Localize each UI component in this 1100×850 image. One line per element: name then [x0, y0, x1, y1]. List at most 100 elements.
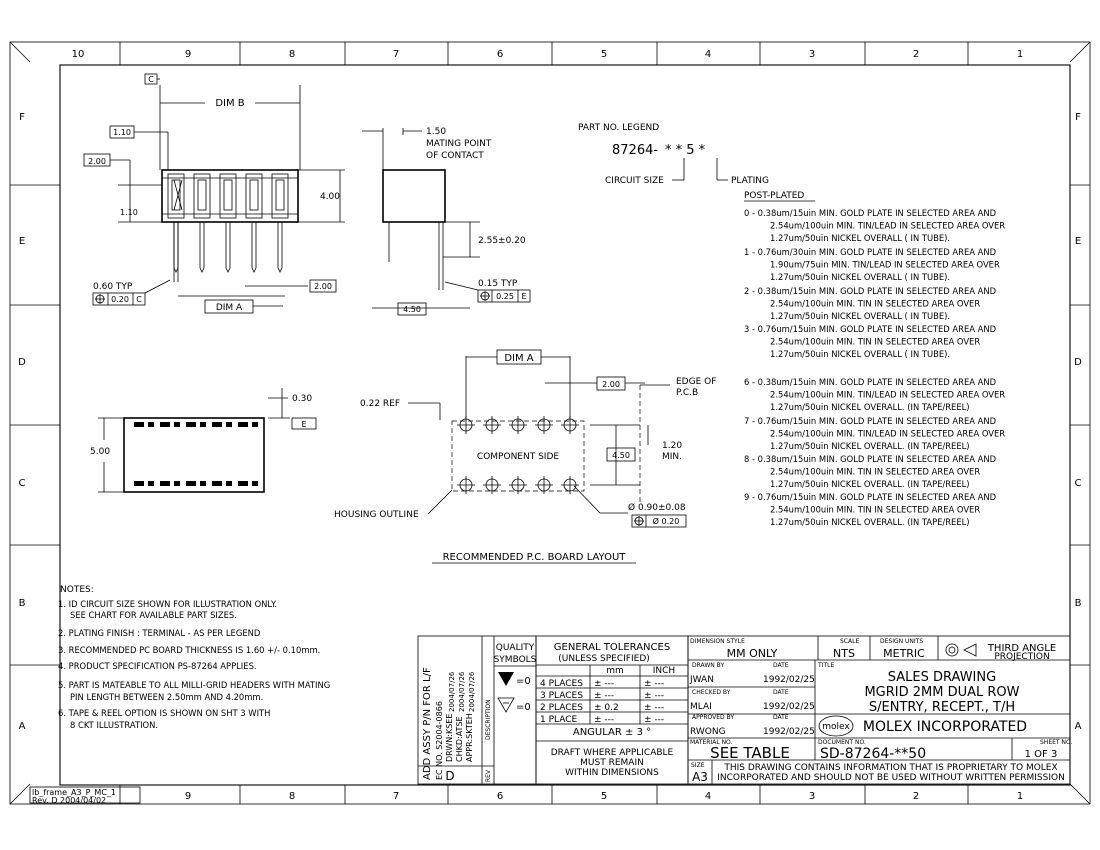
contact-bottom — [160, 481, 170, 486]
approved-date-label: DATE — [773, 714, 789, 721]
column-label-top: 5 — [601, 49, 607, 60]
dim-0-15-typ: 0.15 TYP — [478, 279, 518, 289]
dim-5-00: 5.00 — [90, 447, 110, 457]
approved-by: RWONG — [690, 727, 726, 737]
tol-inch-value: ± --- — [644, 715, 664, 725]
company-name: MOLEX INCORPORATED — [863, 719, 1027, 735]
drawing-border — [9, 41, 1091, 805]
row-label-left: A — [19, 721, 26, 732]
row-label-right: C — [1075, 478, 1082, 489]
row-label-right: D — [1074, 357, 1082, 368]
legend-item-line: 2 - 0.38um/15uin MIN. GOLD PLATE IN SELE… — [744, 286, 996, 296]
sheet-label: SHEET NO. — [1040, 739, 1072, 746]
note-line: PIN LENGTH BETWEEN 2.50mm AND 4.20mm. — [70, 692, 263, 702]
molex-logo-text: molex — [822, 722, 850, 732]
dim-1-10-top: 1.10 — [113, 128, 131, 137]
of-contact: OF CONTACT — [426, 151, 484, 161]
units-value: METRIC — [883, 647, 925, 660]
legend-item-line: 0 - 0.38um/15uin MIN. GOLD PLATE IN SELE… — [744, 208, 996, 218]
units-label: DESIGN UNITS — [880, 638, 923, 645]
projection-circle-outer — [945, 643, 959, 657]
checked-by: MLAI — [690, 702, 712, 712]
rev-chkd: CHKD:ATSE — [455, 716, 464, 762]
drawn-by-label: DRAWN BY — [692, 662, 724, 669]
title-label: TITLE — [817, 662, 834, 669]
row-label-right: F — [1075, 112, 1081, 123]
edge-of-label: EDGE OF — [676, 377, 716, 387]
row-label-left: D — [18, 357, 26, 368]
tolerance-block: GENERAL TOLERANCES (UNLESS SPECIFIED) mm… — [535, 635, 689, 785]
row-label-right: B — [1075, 598, 1082, 609]
title-block: DIMENSION STYLE MM ONLY SCALE NTS DESIGN… — [687, 635, 1072, 785]
legend-item-line: 2.54um/100uin MIN. TIN IN SELECTED AREA … — [770, 504, 980, 514]
column-label-bottom: 9 — [185, 791, 191, 802]
tol-mm-value: ± --- — [594, 691, 614, 701]
pcb-dim-4-50: 4.50 — [612, 451, 630, 460]
quality-triangle-open — [497, 697, 515, 713]
legend-item-line: 2.54um/100uin MIN. TIN/LEAD IN SELECTED … — [770, 428, 1005, 438]
approved-by-label: APPROVED BY — [692, 714, 734, 721]
rev-date1: 2004/07/26 — [448, 671, 456, 712]
draft-2: MUST REMAIN — [580, 758, 644, 768]
frame-label: lb_frame_A3_P_MC_1 — [32, 788, 116, 797]
tol-place: 2 PLACES — [540, 703, 583, 713]
column-label-bottom: 1 — [1017, 791, 1023, 802]
scale-value: NTS — [833, 647, 855, 660]
document-value: SD-87264-**50 — [820, 746, 926, 762]
drawn-by: JWAN — [689, 675, 714, 685]
projection-label: PROJECTION — [994, 652, 1049, 662]
legend-item-line: 1.27um/50uin NICKEL OVERALL ( IN TUBE). — [770, 233, 950, 243]
title-line-2: MGRID 2MM DUAL ROW — [864, 685, 1019, 700]
pcb-layout: DIM A 2.00 EDGE OF P.C.B 0.22 REF COMPON… — [334, 349, 716, 564]
dim-1-10-left: 1.10 — [120, 208, 138, 217]
tol-mm-value: ± 0.2 — [594, 703, 619, 713]
checked-by-label: CHECKED BY — [692, 689, 731, 696]
column-label-top: 7 — [393, 49, 399, 60]
part-legend: PART NO. LEGEND 87264- * * 5 * CIRCUIT S… — [578, 123, 1005, 527]
scale-label: SCALE — [840, 638, 859, 645]
tol-0-20: 0.20 — [111, 295, 129, 304]
column-label-top: 6 — [497, 49, 503, 60]
note-line: SEE CHART FOR AVAILABLE PART SIZES. — [70, 610, 237, 620]
dim-2-00-front: 2.00 — [314, 282, 332, 291]
row-label-left: B — [19, 598, 26, 609]
rev-drwn: DRWN:KSEE — [445, 714, 454, 762]
dim-2-55: 2.55±0.20 — [478, 236, 526, 246]
drawn-date-label: DATE — [773, 662, 789, 669]
revision-block: ADD ASSY P/N FOR L/F EC NO. S2004-0866 D… — [417, 635, 537, 785]
drawn-date: 1992/02/25 — [763, 675, 815, 685]
cavity — [271, 173, 289, 219]
gen-tol-unless: (UNLESS SPECIFIED) — [558, 654, 650, 664]
bottom-view: 0.30 E 5.00 — [90, 388, 317, 493]
legend-item-line: 1.27um/50uin NICKEL OVERALL ( IN TUBE). — [770, 349, 950, 359]
rev-date2: 2004/07/26 — [458, 671, 466, 712]
draft-1: DRAFT WHERE APPLICABLE — [551, 748, 674, 758]
tol-inch-value: ± --- — [644, 691, 664, 701]
dim-2-00-left: 2.00 — [88, 157, 106, 166]
dim-0-30: 0.30 — [292, 394, 312, 404]
notes: NOTES: 1. ID CIRCUIT SIZE SHOWN FOR ILLU… — [58, 585, 330, 730]
legend-item-line: 1.27um/50uin NICKEL OVERALL ( IN TUBE). — [770, 311, 950, 321]
housing-outline-label: HOUSING OUTLINE — [334, 510, 419, 520]
legend-item-line: 2.54um/100uin MIN. TIN IN SELECTED AREA … — [770, 466, 980, 476]
note-line: 4. PRODUCT SPECIFICATION PS-87264 APPLIE… — [58, 661, 257, 671]
column-label-top: 10 — [72, 49, 85, 60]
sheet-value: 1 OF 3 — [1025, 749, 1058, 760]
pcb-min: MIN. — [662, 452, 682, 462]
note-line: 2. PLATING FINISH : TERMINAL - AS PER LE… — [58, 628, 260, 638]
housing-bottom — [123, 417, 265, 493]
legend-item-line: 1 - 0.76um/30uin MIN. GOLD PLATE IN SELE… — [744, 247, 996, 257]
cavity — [193, 173, 211, 219]
legend-item-line: 1.27um/50uin NICKEL OVERALL ( IN TUBE). — [770, 272, 950, 282]
tol-mm-value: ± --- — [594, 679, 614, 689]
legend-item-line: 1.90um/75uin MIN. TIN/LEAD IN SELECTED A… — [770, 259, 1000, 269]
row-label-left: C — [19, 478, 26, 489]
checked-date: 1992/02/25 — [763, 702, 815, 712]
column-label-top: 3 — [809, 49, 815, 60]
contact-bottom — [134, 481, 144, 486]
legend-plating: PLATING — [731, 176, 769, 186]
tol-0-25: 0.25 — [496, 292, 514, 301]
tol-mm: mm — [606, 666, 624, 676]
frame-stamp-box — [29, 786, 141, 804]
